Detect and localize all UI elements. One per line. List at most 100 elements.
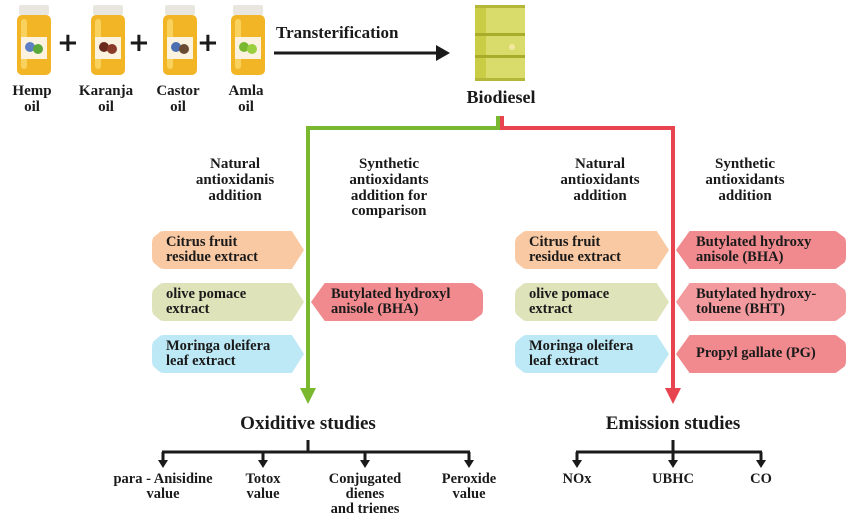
tag-line: anisole (BHA) [696,249,784,265]
tag-text: Butylated hydroxy-toluene (BHT) [696,285,817,317]
header-line: addition [208,187,262,204]
green-branch-arrowhead [300,388,316,404]
plus-icon: + [57,28,79,58]
outcome-line: Peroxide [441,471,497,487]
left-synthetic-header: Synthetic antioxidants addition for comp… [324,156,454,220]
plus-icon: + [197,28,219,58]
emission-outcome: UBHC [603,471,743,487]
header-line: antioxidants [349,171,429,188]
tag-line: residue extract [166,249,258,265]
header-line: Natural [210,156,260,172]
outcome-line: Totox [245,471,281,487]
header-line: antioxidanis [195,171,275,188]
tag-line: olive pomace [529,285,610,302]
tag-line: anisole (BHA) [331,301,419,317]
header-line: comparison [351,203,427,220]
castor-oil-bottle-icon [162,5,198,82]
oil-name: Hemp [12,83,52,99]
header-line: addition for [350,187,428,204]
product-label: Biodiesel [466,87,536,107]
emission-studies-title: Emission studies [605,413,741,434]
green-branch-line [306,116,500,392]
outcome-line: value [246,486,280,503]
outcome-line: value [146,486,180,503]
tag-line: Butylated hydroxyl [331,285,451,302]
tag-line: Moringa oleifera [166,337,271,354]
tag-line: toluene (BHT) [696,301,786,317]
emission-tree-arrowheads [572,460,766,468]
red-branch-arrowhead [665,388,681,404]
tag-line: Citrus fruit [166,233,238,250]
left-natural-header: Natural antioxidanis addition [170,156,300,204]
barrel-icon [472,3,528,88]
plus-icon: + [128,28,150,58]
emission-outcome: NOx [507,471,647,487]
header-line: antioxidants [705,171,785,188]
tag-line: Moringa oleifera [529,337,634,354]
outcome-line: NOx [562,471,592,487]
oil-suffix: oil [238,98,254,115]
emission-tree [575,440,763,462]
tag-line: Butylated hydroxy [696,233,812,250]
amla-oil-bottle-icon [230,5,266,82]
tag-line: residue extract [529,249,621,265]
right-synthetic-header: Synthetic antioxidants addition [680,156,810,204]
oxidative-tree [161,440,471,462]
header-line: addition [718,187,772,204]
outcome-line: Conjugated [328,471,402,487]
oil-suffix: oil [98,98,114,115]
tag-line: leaf extract [529,353,599,369]
tag-line: Citrus fruit [529,233,601,250]
header-line: addition [573,187,627,204]
outcome-line: para - Anisidine [113,471,213,487]
tag-line: Propyl gallate (PG) [696,345,816,362]
outcome-line: and trienes [330,501,400,518]
oxidative-studies-title: Oxiditive studies [240,413,376,434]
right-natural-header: Natural antioxidants addition [535,156,665,204]
red-branch-line [500,116,675,392]
header-line: Natural [575,156,625,172]
tag-line: extract [166,301,210,317]
synthetic-antioxidant-tag: Butylated hydroxy-toluene (BHT) [676,283,846,321]
oil-name: Castor [156,83,200,99]
tag-line: Butylated hydroxy- [696,285,817,302]
header-line: Synthetic [715,156,775,172]
header-line: Synthetic [359,156,419,172]
oxidative-tree-arrowheads [158,460,474,468]
tag-line: olive pomace [166,285,247,302]
outcome-line: value [452,486,486,503]
header-line: antioxidants [560,171,640,188]
oil-name: Amla [228,83,264,99]
karanja-oil-bottle-icon [90,5,126,82]
process-label: Transterification [276,23,399,42]
oil-name: Karanja [78,83,134,99]
emission-outcome: CO [691,471,831,487]
tag-line: extract [529,301,573,317]
outcome-line: dienes [345,486,385,503]
oil-suffix: oil [170,98,186,115]
outcome-line: CO [750,471,772,487]
tag-line: leaf extract [166,353,236,369]
